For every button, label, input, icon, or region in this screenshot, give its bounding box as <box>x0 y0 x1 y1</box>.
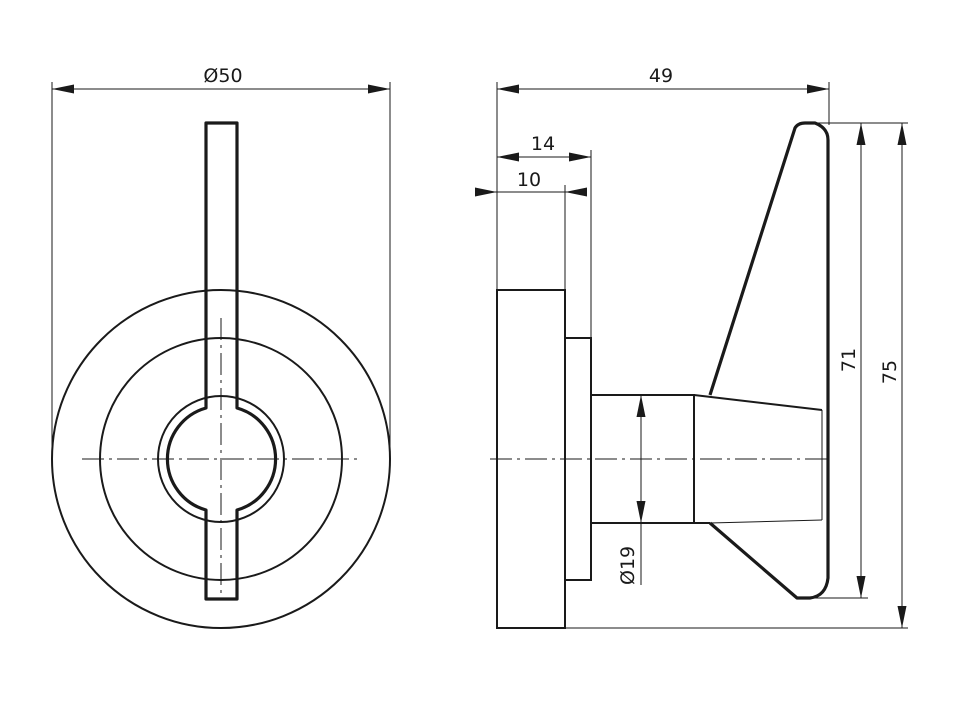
arrowhead <box>856 576 866 598</box>
front-diameter-label: Ø50 <box>203 65 242 87</box>
height-71-label: 71 <box>838 348 860 372</box>
front-view: Ø50 <box>51 65 391 629</box>
depth-14-label: 14 <box>531 133 555 155</box>
arrowhead <box>497 84 519 94</box>
depth-10-label: 10 <box>517 169 541 191</box>
arrowhead <box>497 152 519 162</box>
arrowhead <box>807 84 829 94</box>
arrowhead <box>897 606 907 628</box>
arrowhead <box>897 123 907 145</box>
depth-49-label: 49 <box>649 65 673 87</box>
lever-front-outline <box>165 121 278 601</box>
shaft-diameter-label: Ø19 <box>617 546 639 585</box>
side-view: 49 14 10 Ø19 71 75 <box>475 65 908 629</box>
lever-mid-edge <box>709 519 823 524</box>
arrowhead <box>636 395 646 417</box>
arrowhead <box>636 501 646 523</box>
arrowhead <box>565 187 587 197</box>
cone-line-top <box>693 394 823 411</box>
height-75-label: 75 <box>879 360 901 384</box>
arrowhead <box>475 187 497 197</box>
arrowhead <box>569 152 591 162</box>
arrowhead <box>52 84 74 94</box>
arrowhead <box>856 123 866 145</box>
arrowhead <box>368 84 390 94</box>
lever-side-outline <box>708 121 830 600</box>
